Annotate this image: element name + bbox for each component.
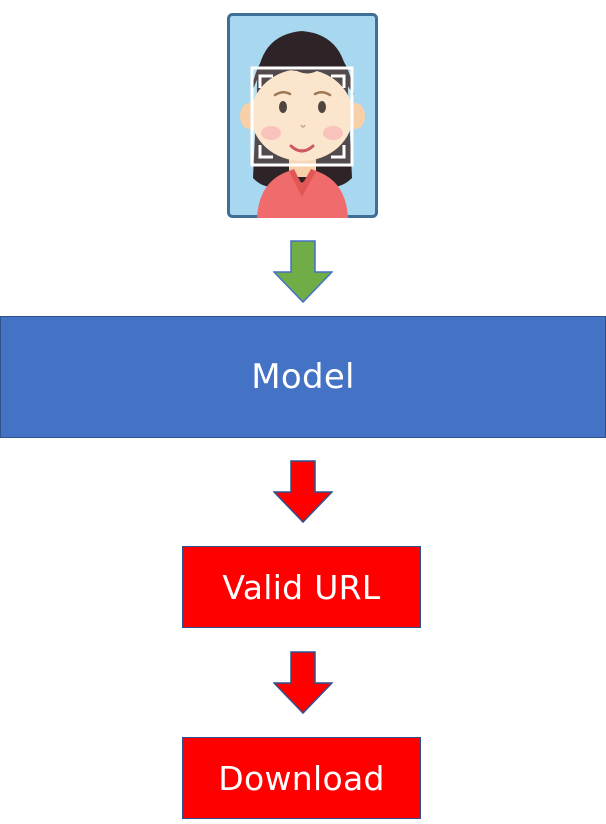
face-photo-icon	[227, 13, 378, 218]
model-box: Model	[0, 316, 606, 438]
red-down-arrow-icon	[273, 651, 333, 715]
valid-url-label: Valid URL	[222, 567, 381, 607]
download-box: Download	[182, 737, 421, 819]
red-down-arrow-icon	[273, 460, 333, 524]
green-down-arrow-icon	[273, 240, 333, 304]
valid-url-box: Valid URL	[182, 546, 421, 628]
download-label: Download	[218, 758, 385, 798]
model-label: Model	[251, 357, 355, 397]
